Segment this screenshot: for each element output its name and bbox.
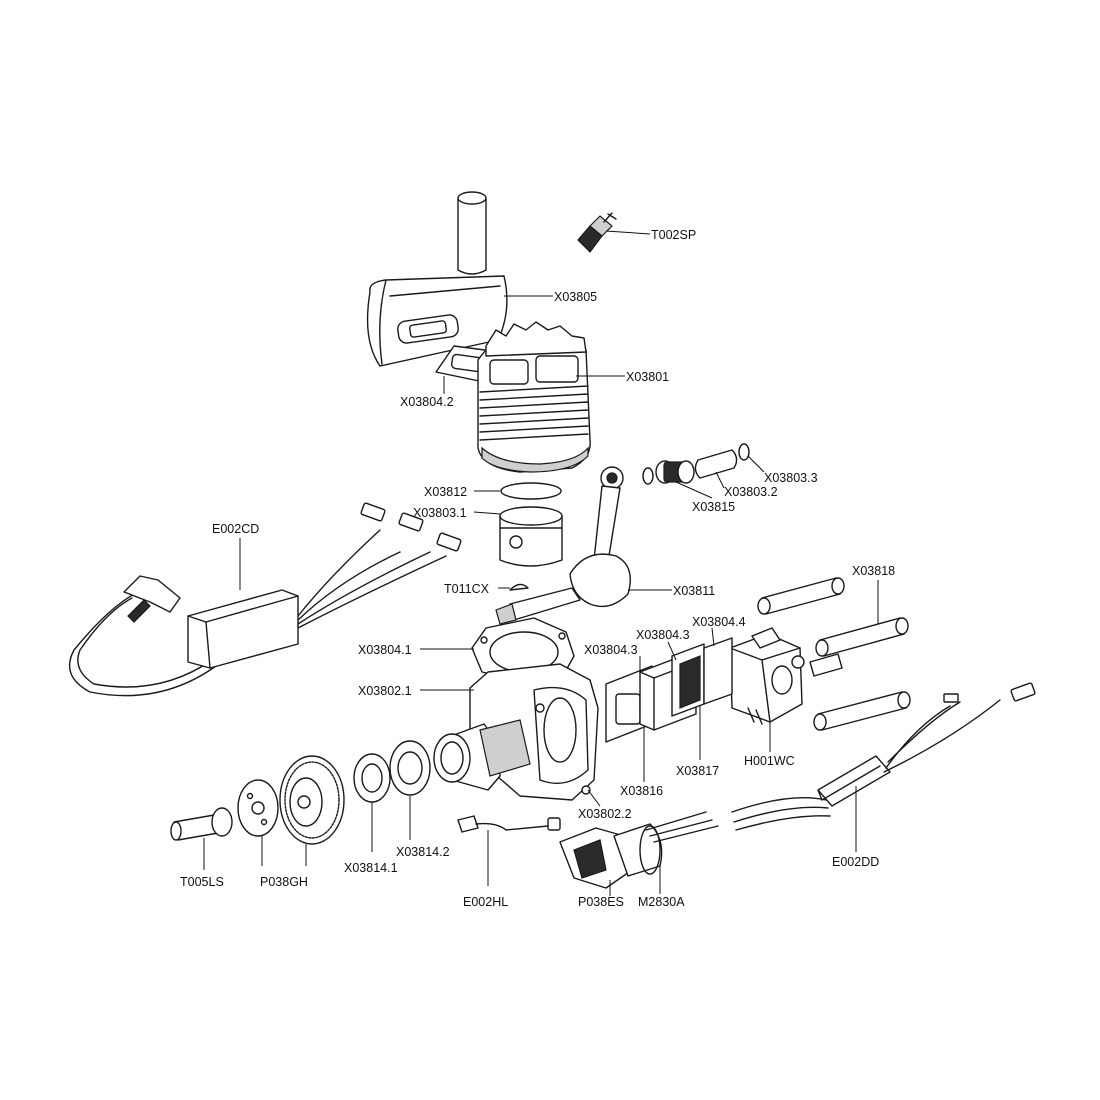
ignition-module: E002CD bbox=[68, 502, 462, 697]
label-P038ES: P038ES bbox=[578, 895, 624, 909]
label-T011CX: T011CX bbox=[444, 582, 490, 596]
label-X03814.2: X03814.2 bbox=[396, 845, 450, 859]
muffler: X03805 bbox=[366, 191, 597, 367]
label-X03803.2: X03803.2 bbox=[724, 485, 778, 499]
label-X03804.3-b: X03804.3 bbox=[636, 628, 690, 642]
label-X03802.1: X03802.1 bbox=[358, 684, 412, 698]
wrist-pin-assembly: X03815 X03803.2 X03803.3 bbox=[642, 443, 818, 514]
label-X03805: X03805 bbox=[554, 290, 597, 304]
label-X03815: X03815 bbox=[692, 500, 735, 514]
cylinder: X03801 bbox=[477, 321, 669, 473]
label-X03804.4: X03804.4 bbox=[692, 615, 746, 629]
label-E002CD: E002CD bbox=[212, 522, 259, 536]
intake-studs: X03818 bbox=[757, 564, 911, 731]
woodruff-key: T011CX bbox=[444, 582, 529, 596]
speed-controller: E002DD bbox=[731, 682, 1036, 869]
carburetor: H001WC bbox=[729, 627, 805, 768]
reed-spacers: X03804.3 X03804.3 X03804.4 X03816 X03817 bbox=[584, 615, 746, 798]
label-X03814.1: X03814.1 bbox=[344, 861, 398, 875]
label-X03804.1: X03804.1 bbox=[358, 643, 412, 657]
piston-group: X03812 X03803.1 bbox=[413, 482, 563, 567]
label-E002HL: E002HL bbox=[463, 895, 508, 909]
prop-shaft: T005LS bbox=[170, 807, 233, 889]
label-H001WC: H001WC bbox=[744, 754, 795, 768]
label-T002SP: T002SP bbox=[651, 228, 696, 242]
label-X03812: X03812 bbox=[424, 485, 467, 499]
crankshaft-assembly: X03811 bbox=[495, 466, 715, 625]
label-X03802.2: X03802.2 bbox=[578, 807, 632, 821]
label-E002DD: E002DD bbox=[832, 855, 879, 869]
starter-motor: P038ES M2830A bbox=[559, 811, 719, 909]
hall-sensor: E002HL bbox=[457, 815, 561, 909]
label-P038GH: P038GH bbox=[260, 875, 308, 889]
label-X03803.3: X03803.3 bbox=[764, 471, 818, 485]
label-X03816: X03816 bbox=[620, 784, 663, 798]
label-X03818: X03818 bbox=[852, 564, 895, 578]
label-M2830A: M2830A bbox=[638, 895, 685, 909]
spark-plug: T002SP bbox=[577, 212, 696, 253]
label-X03801: X03801 bbox=[626, 370, 669, 384]
label-X03804.3-a: X03804.3 bbox=[584, 643, 638, 657]
flywheel-gear: P038GH bbox=[237, 755, 345, 889]
label-X03811: X03811 bbox=[673, 584, 715, 598]
label-T005LS: T005LS bbox=[180, 875, 224, 889]
label-X03817: X03817 bbox=[676, 764, 719, 778]
label-X03803.1: X03803.1 bbox=[413, 506, 467, 520]
crankcase: X03802.1 X03802.2 bbox=[358, 663, 632, 821]
bearings: X03814.1 X03814.2 bbox=[344, 740, 450, 875]
label-X03804.2: X03804.2 bbox=[400, 395, 454, 409]
